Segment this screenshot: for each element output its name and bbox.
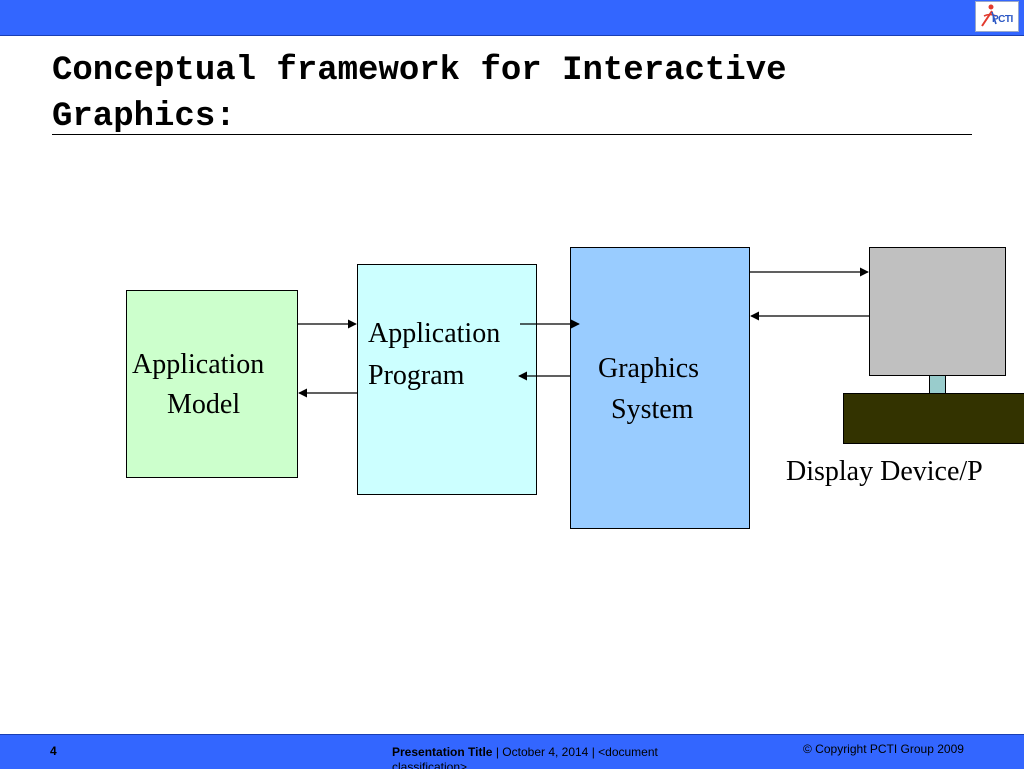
display-device-label: Display Device/P <box>786 456 983 487</box>
application-model-label-line1: Application <box>132 349 265 380</box>
application-program-label-line2: Program <box>368 360 465 391</box>
application-program-box <box>357 264 537 495</box>
pcti-logo-icon: PCTI <box>975 1 1019 32</box>
footer-separator: | <box>495 745 499 759</box>
display-base <box>843 393 1024 444</box>
display-screen <box>869 247 1006 376</box>
graphics-system-label-line1: Graphics <box>598 353 700 384</box>
graphics-system-label-line2: System <box>611 394 694 425</box>
title-underline <box>52 134 972 135</box>
footer-copyright: © Copyright PCTI Group 2009 <box>803 742 964 756</box>
footer-bar: 4 Presentation Title | October 4, 2014 |… <box>0 734 1024 769</box>
footer-presentation-info: Presentation Title | October 4, 2014 | <… <box>392 745 722 769</box>
footer-presentation-title: Presentation Title <box>392 745 493 759</box>
application-model-label-line2: Model <box>167 389 241 420</box>
page-number: 4 <box>50 744 57 758</box>
application-model-box <box>126 290 298 478</box>
slide-title: Conceptual framework for Interactive Gra… <box>52 52 787 136</box>
logo-text: PCTI <box>992 14 1013 25</box>
top-header-bar: PCTI <box>0 0 1024 36</box>
application-program-label-line1: Application <box>368 318 501 349</box>
graphics-system-box <box>570 247 750 529</box>
footer-date-classification: October 4, 2014 | <document classificati… <box>392 745 658 769</box>
